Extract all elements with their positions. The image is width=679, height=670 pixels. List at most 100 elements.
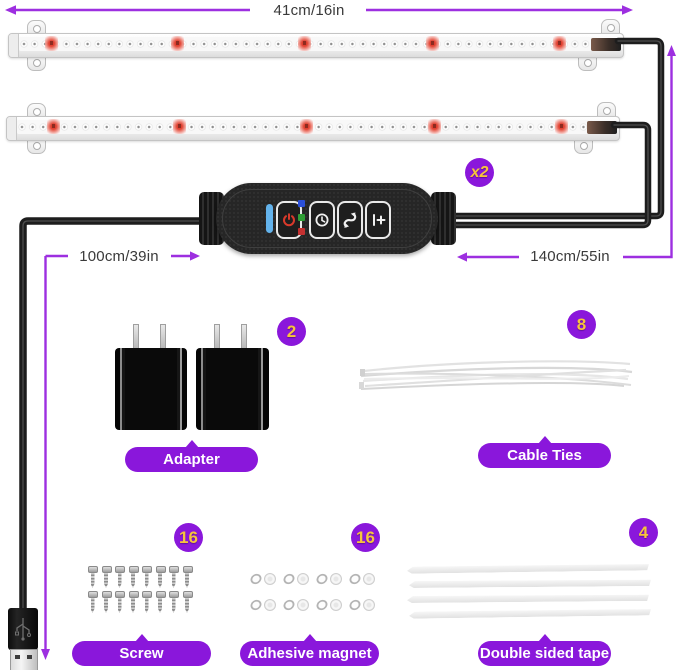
power-adapter-1 (115, 348, 187, 430)
adhesive-magnet-label: Adhesive magnet (240, 641, 379, 666)
led-bar (8, 33, 624, 58)
magnet (347, 597, 363, 613)
screw (128, 591, 140, 615)
cable-ties-label: Cable Ties (478, 443, 611, 468)
screw (168, 591, 180, 615)
screw (101, 566, 113, 590)
strip-length-label: 41cm/16in (273, 2, 345, 19)
end-cap (9, 34, 19, 57)
screw (141, 591, 153, 615)
tape-count-badge: 4 (629, 518, 658, 547)
red-led (555, 119, 568, 134)
timer-button (309, 201, 335, 239)
magnet (314, 571, 330, 587)
strip-cable-measure-line (623, 54, 673, 259)
screw (114, 566, 126, 590)
red-led (426, 36, 439, 51)
magnet-row (248, 571, 380, 587)
arrowhead-left (5, 5, 16, 15)
brightness-button (365, 201, 391, 239)
blue-indicator-bar (266, 204, 273, 233)
red-led (300, 119, 313, 134)
screw (87, 591, 99, 615)
magnet (347, 571, 363, 587)
plug-prong (160, 324, 166, 351)
end-cap (7, 117, 17, 140)
screw (141, 566, 153, 590)
controller (216, 183, 438, 254)
magnet (248, 571, 264, 587)
screw (182, 566, 194, 590)
magnet (314, 597, 330, 613)
adapter-count-badge: 2 (277, 317, 306, 346)
magnet (248, 597, 264, 613)
screw (155, 591, 167, 615)
red-led (298, 36, 311, 51)
plug-prong (214, 324, 220, 351)
magnet (363, 573, 375, 585)
quantity-x2-badge: x2 (465, 158, 494, 187)
arrowhead-right (622, 5, 633, 15)
red-led (428, 119, 441, 134)
double-sided-tape-label: Double sided tape (478, 641, 611, 666)
screw-row (87, 591, 194, 615)
led-bar (6, 116, 620, 141)
tape-strip (409, 608, 651, 618)
screw (87, 566, 99, 590)
usb-plug-body (8, 608, 38, 650)
magnet (264, 599, 276, 611)
arrowhead-left (457, 252, 467, 262)
strip-connector (591, 38, 621, 51)
cable-ties-count-badge: 8 (567, 310, 596, 339)
blue-led-indicator (298, 200, 305, 207)
screw (128, 566, 140, 590)
cable-ties (359, 360, 633, 390)
usb-shield-hole (15, 655, 20, 659)
screw-row (87, 566, 194, 590)
red-led-indicator (298, 228, 305, 235)
usb-cable-length-label: 100cm/39in (79, 248, 159, 265)
adapter-label: Adapter (125, 447, 258, 472)
tape-strip (409, 579, 651, 588)
screw (182, 591, 194, 615)
cycle-button (337, 201, 363, 239)
magnet (330, 599, 342, 611)
strip-cable-length-label: 140cm/55in (530, 248, 610, 265)
magnet (297, 573, 309, 585)
strip-connector (587, 121, 617, 134)
plug-prong (241, 324, 247, 351)
usb-metal-connector (10, 649, 38, 670)
power-button (276, 201, 302, 239)
magnet (281, 597, 297, 613)
magnet (281, 571, 297, 587)
red-led (173, 119, 186, 134)
magnet (297, 599, 309, 611)
screw-count-badge: 16 (174, 523, 203, 552)
screw (101, 591, 113, 615)
tape-strip (407, 563, 649, 573)
usb-trident-icon (15, 618, 31, 641)
red-led (47, 119, 60, 134)
power-adapter-2 (196, 348, 269, 430)
plug-prong (133, 324, 139, 351)
screw (168, 566, 180, 590)
green-led-indicator (298, 214, 305, 221)
usb-shield-hole (27, 655, 32, 659)
red-led (45, 36, 58, 51)
magnet (330, 573, 342, 585)
magnet (363, 599, 375, 611)
arrowhead-down (41, 649, 50, 660)
brightness-plus-icon (373, 214, 386, 226)
arrowhead-right (190, 251, 200, 261)
magnet-row (248, 597, 380, 613)
power-icon (283, 213, 295, 227)
screw (155, 566, 167, 590)
red-led (553, 36, 566, 51)
cycle-arrow-icon (343, 212, 357, 228)
arrowhead-up (667, 45, 676, 56)
screw-label: Screw (72, 641, 211, 666)
screw (114, 591, 126, 615)
timer-clock-icon (315, 213, 329, 227)
magnet (264, 573, 276, 585)
